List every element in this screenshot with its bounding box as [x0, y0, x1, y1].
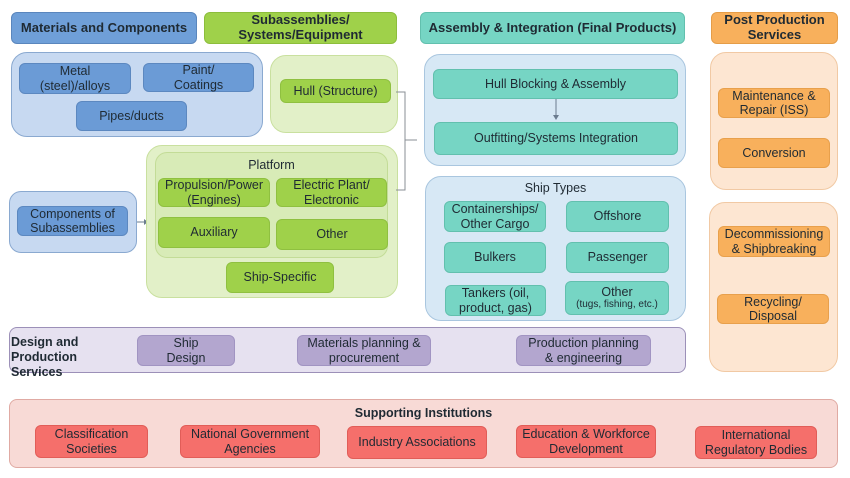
platform-item-auxiliary: Auxiliary [158, 217, 270, 248]
platform-item-propulsion-label: Propulsion/Power (Engines) [165, 178, 263, 207]
ship-type-offshore: Offshore [566, 201, 669, 232]
support-item-government: National Government Agencies [180, 425, 320, 458]
ship-type-other-label: Other [601, 285, 633, 300]
hull-structure: Hull (Structure) [280, 79, 391, 103]
support-item-education-label: Education & Workforce Development [522, 427, 650, 456]
support-item-international: International Regulatory Bodies [695, 426, 817, 459]
post-item-decommissioning: Decommissioning & Shipbreaking [718, 226, 830, 257]
header-post-production: Post Production Services [711, 12, 838, 44]
support-item-education: Education & Workforce Development [516, 425, 656, 458]
ship-types-title: Ship Types [524, 180, 587, 195]
header-materials-components: Materials and Components [11, 12, 197, 44]
ship-type-containerships-label: Containerships/ Other Cargo [451, 202, 539, 231]
header-assembly-integration: Assembly & Integration (Final Products) [420, 12, 685, 44]
support-item-classification-label: Classification Societies [54, 427, 129, 456]
design-item-production-planning-label: Production planning & engineering [528, 336, 639, 365]
header-post-production-text: Post Production Services [724, 12, 825, 42]
components-label: Components of Subassemblies [30, 206, 115, 235]
ship-type-bulkers: Bulkers [444, 242, 546, 273]
ship-type-tankers: Tankers (oil, product, gas) [445, 285, 546, 316]
ship-type-other-sub: (tugs, fishing, etc.) [576, 299, 658, 311]
post-item-conversion: Conversion [718, 138, 830, 168]
platform-item-other: Other [276, 219, 388, 250]
design-production-title: Design and Production Services [11, 335, 131, 380]
design-item-ship-design: Ship Design [137, 335, 235, 366]
materials-item-metal-label: Metal (steel)/alloys [39, 64, 111, 93]
header-subassemblies-text: Subassemblies/ Systems/Equipment [238, 12, 363, 42]
platform-item-electric-label: Electric Plant/ Electronic [293, 178, 370, 207]
platform-item-ship-specific: Ship-Specific [226, 262, 334, 293]
materials-item-metal: Metal (steel)/alloys [19, 63, 131, 94]
platform-item-electric: Electric Plant/ Electronic [276, 178, 387, 207]
design-item-ship-design-label: Ship Design [166, 336, 206, 365]
post-item-maintenance: Maintenance & Repair (ISS) [718, 88, 830, 118]
post-item-decommissioning-label: Decommissioning & Shipbreaking [724, 227, 824, 256]
components-of-subassemblies: Components of Subassemblies [17, 206, 128, 236]
support-item-international-label: International Regulatory Bodies [704, 428, 808, 457]
post-item-recycling: Recycling/ Disposal [717, 294, 829, 324]
header-subassemblies: Subassemblies/ Systems/Equipment [204, 12, 397, 44]
platform-title: Platform [248, 157, 295, 172]
support-item-government-label: National Government Agencies [190, 427, 310, 456]
platform-item-propulsion: Propulsion/Power (Engines) [158, 178, 270, 207]
supporting-institutions-title: Supporting Institutions [354, 405, 493, 420]
design-title-line2: Production Services [11, 350, 77, 379]
bracket-connector [396, 91, 417, 191]
ship-type-tankers-label: Tankers (oil, product, gas) [459, 286, 532, 315]
materials-item-paint: Paint/ Coatings [143, 63, 254, 92]
design-title-line1: Design and [11, 335, 79, 349]
materials-item-paint-label: Paint/ Coatings [173, 63, 224, 92]
ship-type-other: Other (tugs, fishing, etc.) [565, 281, 669, 315]
arrow-down [553, 99, 559, 120]
post-item-recycling-label: Recycling/ Disposal [744, 294, 802, 323]
materials-item-pipes: Pipes/ducts [76, 101, 187, 131]
post-production-panel-1 [710, 52, 838, 190]
design-item-production-planning: Production planning & engineering [516, 335, 651, 366]
assembly-step-outfitting: Outfitting/Systems Integration [434, 122, 678, 155]
design-item-materials-planning-label: Materials planning & procurement [307, 336, 421, 365]
support-item-industry-associations: Industry Associations [347, 426, 487, 459]
design-item-materials-planning: Materials planning & procurement [297, 335, 431, 366]
assembly-step-hull-blocking: Hull Blocking & Assembly [433, 69, 678, 99]
ship-type-containerships: Containerships/ Other Cargo [444, 201, 546, 232]
ship-type-passenger: Passenger [566, 242, 669, 273]
support-item-classification: Classification Societies [35, 425, 148, 458]
post-item-maintenance-label: Maintenance & Repair (ISS) [732, 88, 816, 117]
